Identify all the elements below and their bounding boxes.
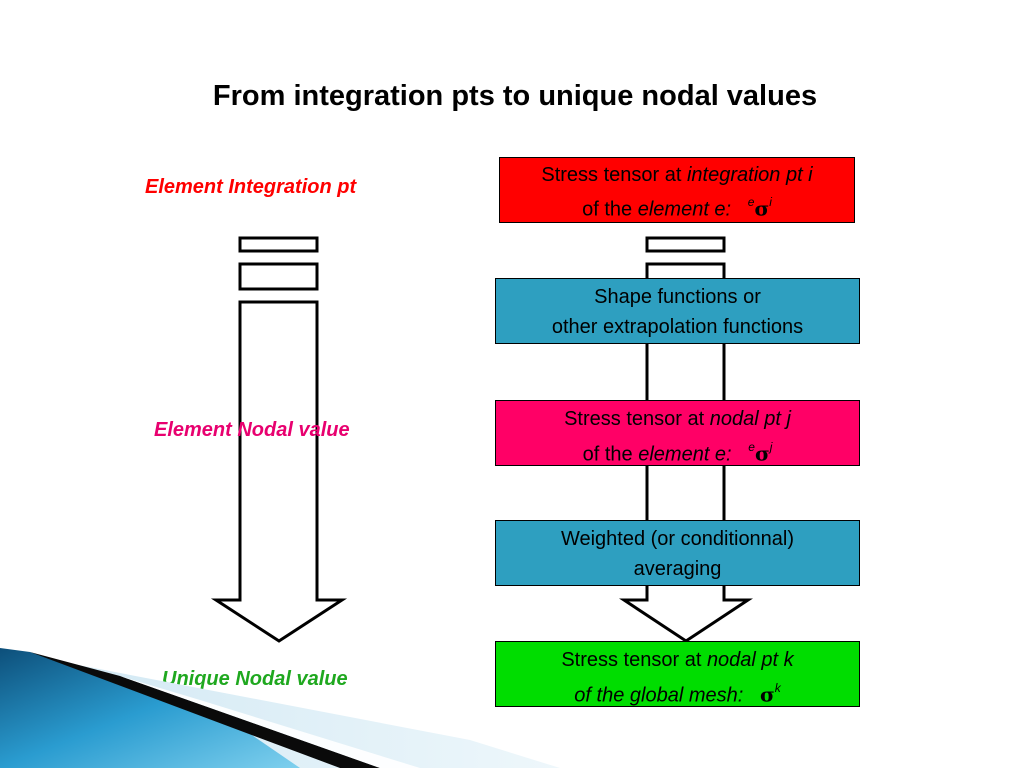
box-global-stress: Stress tensor at nodal pt k of the globa… (495, 641, 860, 707)
box-shape-line-1: Shape functions or (594, 286, 761, 308)
box-global-line-2: of the global mesh: σk (496, 675, 859, 711)
slide-title: From integration pts to unique nodal val… (212, 80, 818, 112)
sym-prefix: e (748, 440, 755, 454)
sigma-symbol: σ (759, 682, 775, 707)
sym-prefix: e (747, 195, 755, 209)
box-shape-functions: Shape functions or other extrapolation f… (495, 278, 860, 344)
sym-superscript: i (769, 195, 772, 209)
label-element-integration-pt: Element Integration pt (145, 176, 357, 198)
box-averaging-line-2: averaging (633, 558, 722, 580)
left-arrow-segment-1 (238, 236, 319, 253)
sym-superscript: j (769, 440, 773, 454)
box-averaging-line-1: Weighted (or conditionnal) (560, 528, 795, 550)
text: of the (582, 443, 639, 466)
text: Stress tensor at (541, 164, 687, 186)
text-italic: integration pt i (686, 164, 813, 186)
text-italic: of the global mesh: (574, 684, 744, 707)
sigma-symbol: σ (754, 441, 770, 466)
text: of the (582, 198, 638, 221)
left-arrow-segment-2 (238, 262, 319, 291)
left-arrow-body (210, 300, 348, 643)
box-integration-line-2: of the element e: eσi (500, 190, 854, 225)
text-italic: element e: (638, 443, 732, 466)
box-integration-line-1: Stress tensor at integration pt i (500, 161, 854, 190)
box-averaging: Weighted (or conditionnal) averaging (495, 520, 860, 586)
sym-superscript: k (774, 681, 781, 695)
label-element-nodal-value: Element Nodal value (154, 419, 350, 441)
swoosh-blue-band (0, 648, 300, 768)
text-italic: nodal pt k (706, 649, 794, 671)
text-italic: nodal pt j (709, 408, 791, 430)
box-nodal-line-2: of the element e: eσj (496, 434, 859, 470)
label-unique-nodal-value: Unique Nodal value (162, 668, 348, 690)
swoosh-white-stripe (120, 676, 420, 768)
box-global-line-1: Stress tensor at nodal pt k (496, 645, 859, 675)
right-arrow-segment-1 (645, 236, 726, 253)
box-nodal-stress: Stress tensor at nodal pt j of the eleme… (495, 400, 860, 466)
text: Stress tensor at (564, 408, 710, 430)
text: Stress tensor at (561, 649, 707, 671)
box-nodal-line-1: Stress tensor at nodal pt j (496, 404, 859, 434)
swoosh-dark-stripe (30, 652, 380, 768)
sigma-symbol: σ (754, 196, 770, 221)
text-italic: element e: (637, 198, 732, 221)
box-shape-line-2: other extrapolation functions (551, 316, 804, 338)
box-integration-stress: Stress tensor at integration pt i of the… (499, 157, 855, 223)
